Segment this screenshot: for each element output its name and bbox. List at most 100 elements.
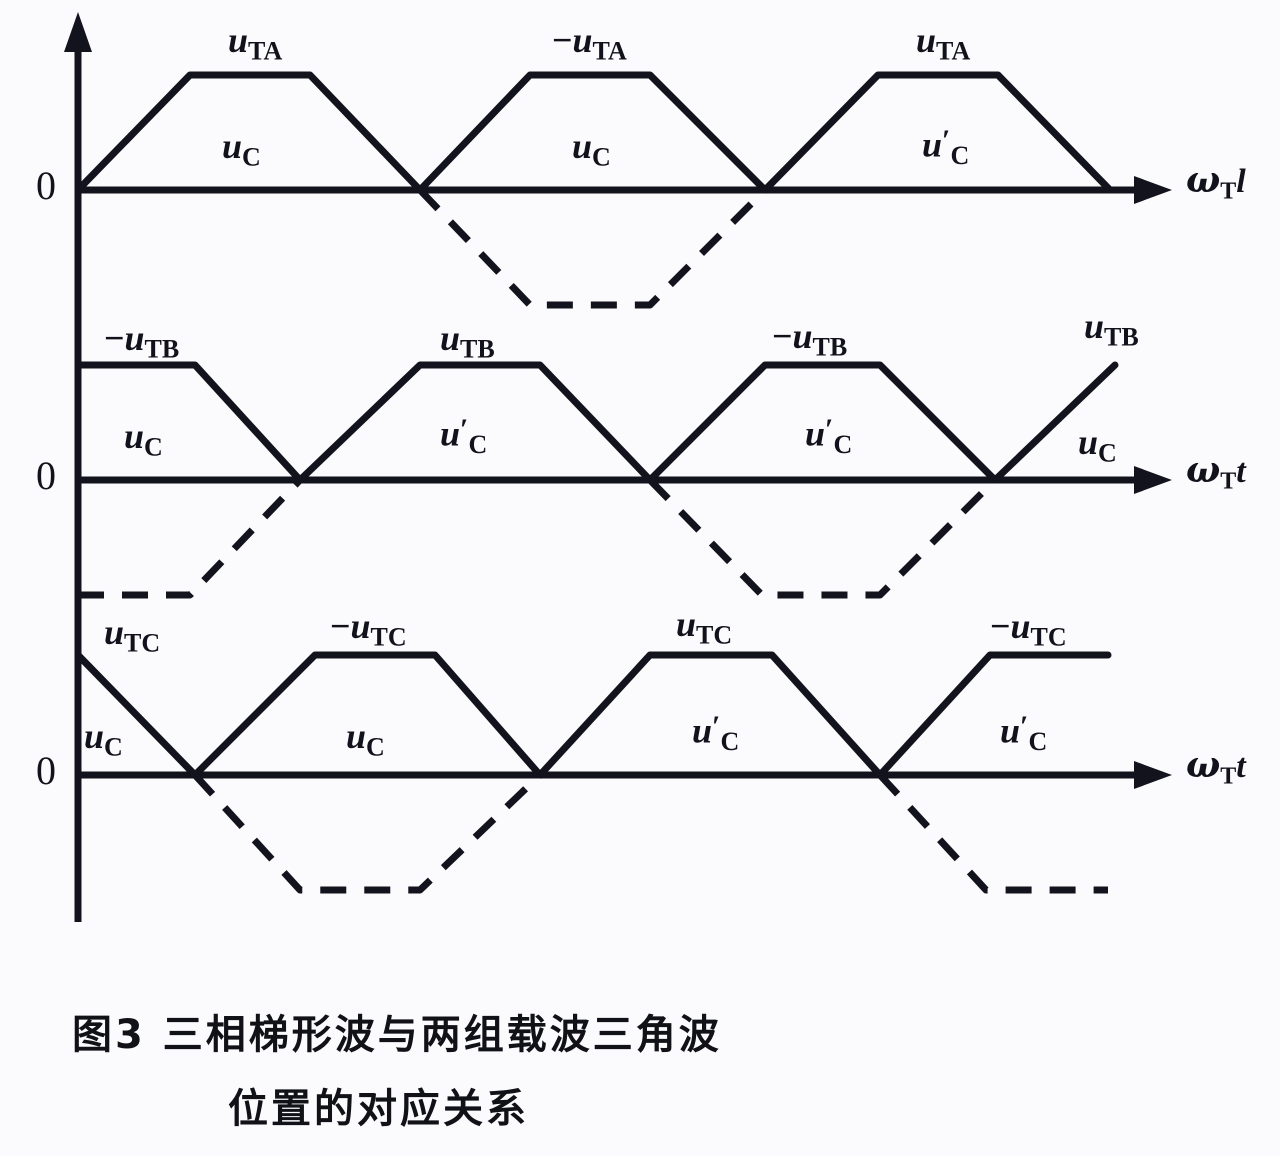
wave-label-row2-0: −uTB: [104, 320, 179, 362]
variable-u: u: [805, 413, 826, 454]
carrier-label-row2-7: uC: [1078, 424, 1117, 466]
variable-u: u: [440, 413, 461, 454]
variable-u: u: [104, 612, 125, 652]
minus-sign: −: [552, 20, 573, 60]
subscript: C: [468, 429, 488, 459]
wave-label-row1-4: uTA: [916, 22, 970, 64]
subscript: TC: [1030, 622, 1067, 652]
variable-u: u: [124, 416, 145, 456]
waveform-row2-solid: [74, 361, 1119, 484]
subscript: TA: [248, 36, 283, 66]
omega-symbol: ω: [1186, 744, 1221, 786]
variable-u: u: [1010, 606, 1031, 646]
baseline-row3: [78, 761, 1172, 789]
axis-label-row2: ωTt: [1186, 452, 1246, 494]
figure-caption-line1: 图3 三相梯形波与两组载波三角波: [72, 1012, 722, 1058]
variable-u: u: [84, 716, 105, 756]
carrier-label-row2-3: u′C: [440, 415, 487, 458]
subscript: TA: [936, 36, 971, 66]
variable-u: u: [228, 20, 249, 60]
subscript: C: [592, 142, 611, 172]
prime-mark: ′: [825, 413, 834, 446]
variable-u: u: [346, 716, 367, 756]
variable-u: u: [572, 20, 593, 60]
variable-u: u: [572, 126, 593, 166]
carrier-label-row1-5: u′C: [922, 126, 969, 169]
axis-label-row1: ωTl: [1186, 162, 1246, 204]
variable-u: u: [792, 316, 813, 356]
prime-mark: ′: [1020, 710, 1029, 743]
subscript: C: [366, 732, 385, 762]
zero-label-row1: 0: [36, 163, 56, 208]
wave-label-row2-6: uTB: [1084, 308, 1139, 350]
subscript: C: [242, 142, 261, 172]
subscript: C: [144, 432, 163, 462]
wave-label-row1-0: uTA: [228, 22, 282, 64]
omega-subscript: T: [1220, 468, 1237, 495]
carrier-label-row1-3: uC: [572, 128, 611, 170]
variable-u: u: [1084, 306, 1105, 346]
subscript: TC: [370, 622, 407, 652]
prime-mark: ′: [460, 413, 469, 446]
vertical-axis: [64, 12, 92, 922]
subscript: C: [833, 429, 853, 459]
minus-sign: −: [990, 606, 1011, 646]
wave-label-row3-6: −uTC: [990, 608, 1067, 650]
subscript: TB: [1104, 322, 1139, 352]
wave-label-row2-2: uTB: [440, 320, 495, 362]
omega-symbol: ω: [1186, 159, 1221, 201]
variable-u: u: [692, 710, 713, 751]
waveform-row1-dashed: [417, 187, 768, 309]
subscript: C: [720, 726, 740, 756]
carrier-label-row2-1: uC: [124, 418, 163, 460]
minus-sign: −: [330, 606, 351, 646]
subscript: TA: [592, 36, 627, 66]
minus-sign: −: [772, 316, 793, 356]
variable-u: u: [440, 318, 461, 358]
subscript: TC: [124, 628, 161, 658]
minus-sign: −: [104, 318, 125, 358]
carrier-label-row2-5: u′C: [805, 415, 852, 458]
wave-label-row3-4: uTC: [676, 606, 732, 648]
time-variable: l: [1236, 163, 1246, 200]
waveform-row3-dashed: [192, 772, 1108, 894]
wave-label-row3-0: uTC: [104, 614, 160, 656]
variable-u: u: [1078, 422, 1099, 462]
variable-u: u: [922, 124, 943, 165]
zero-label-row2: 0: [36, 453, 56, 498]
waveform-row2-dashed: [78, 477, 998, 599]
carrier-label-row3-1: uC: [84, 718, 123, 760]
figure-caption-line2: 位置的对应关系: [228, 1086, 529, 1132]
variable-u: u: [916, 20, 937, 60]
subscript: C: [1098, 438, 1117, 468]
waveform-row1-solid: [74, 71, 1114, 194]
waveform-row3-solid: [74, 651, 1112, 779]
zero-label-row3: 0: [36, 748, 56, 793]
baseline-row1: [78, 176, 1172, 204]
subscript: C: [104, 732, 123, 762]
variable-u: u: [124, 318, 145, 358]
variable-u: u: [1000, 710, 1021, 751]
variable-u: u: [350, 606, 371, 646]
carrier-label-row3-3: uC: [346, 718, 385, 760]
subscript: C: [950, 140, 970, 170]
omega-subscript: T: [1220, 763, 1237, 790]
carrier-label-row3-5: u′C: [692, 712, 739, 755]
wave-label-row3-2: −uTC: [330, 608, 407, 650]
time-variable: t: [1236, 748, 1246, 785]
variable-u: u: [676, 604, 697, 644]
carrier-label-row3-7: u′C: [1000, 712, 1047, 755]
subscript: C: [1028, 726, 1048, 756]
wave-label-row2-4: −uTB: [772, 318, 847, 360]
baseline-row2: [78, 466, 1172, 494]
variable-u: u: [222, 126, 243, 166]
subscript: TC: [696, 620, 733, 650]
carrier-label-row1-1: uC: [222, 128, 261, 170]
prime-mark: ′: [712, 710, 721, 743]
subscript: TB: [144, 334, 180, 364]
time-variable: t: [1236, 453, 1246, 490]
subscript: TB: [460, 334, 495, 364]
wave-label-row1-2: −uTA: [552, 22, 627, 64]
